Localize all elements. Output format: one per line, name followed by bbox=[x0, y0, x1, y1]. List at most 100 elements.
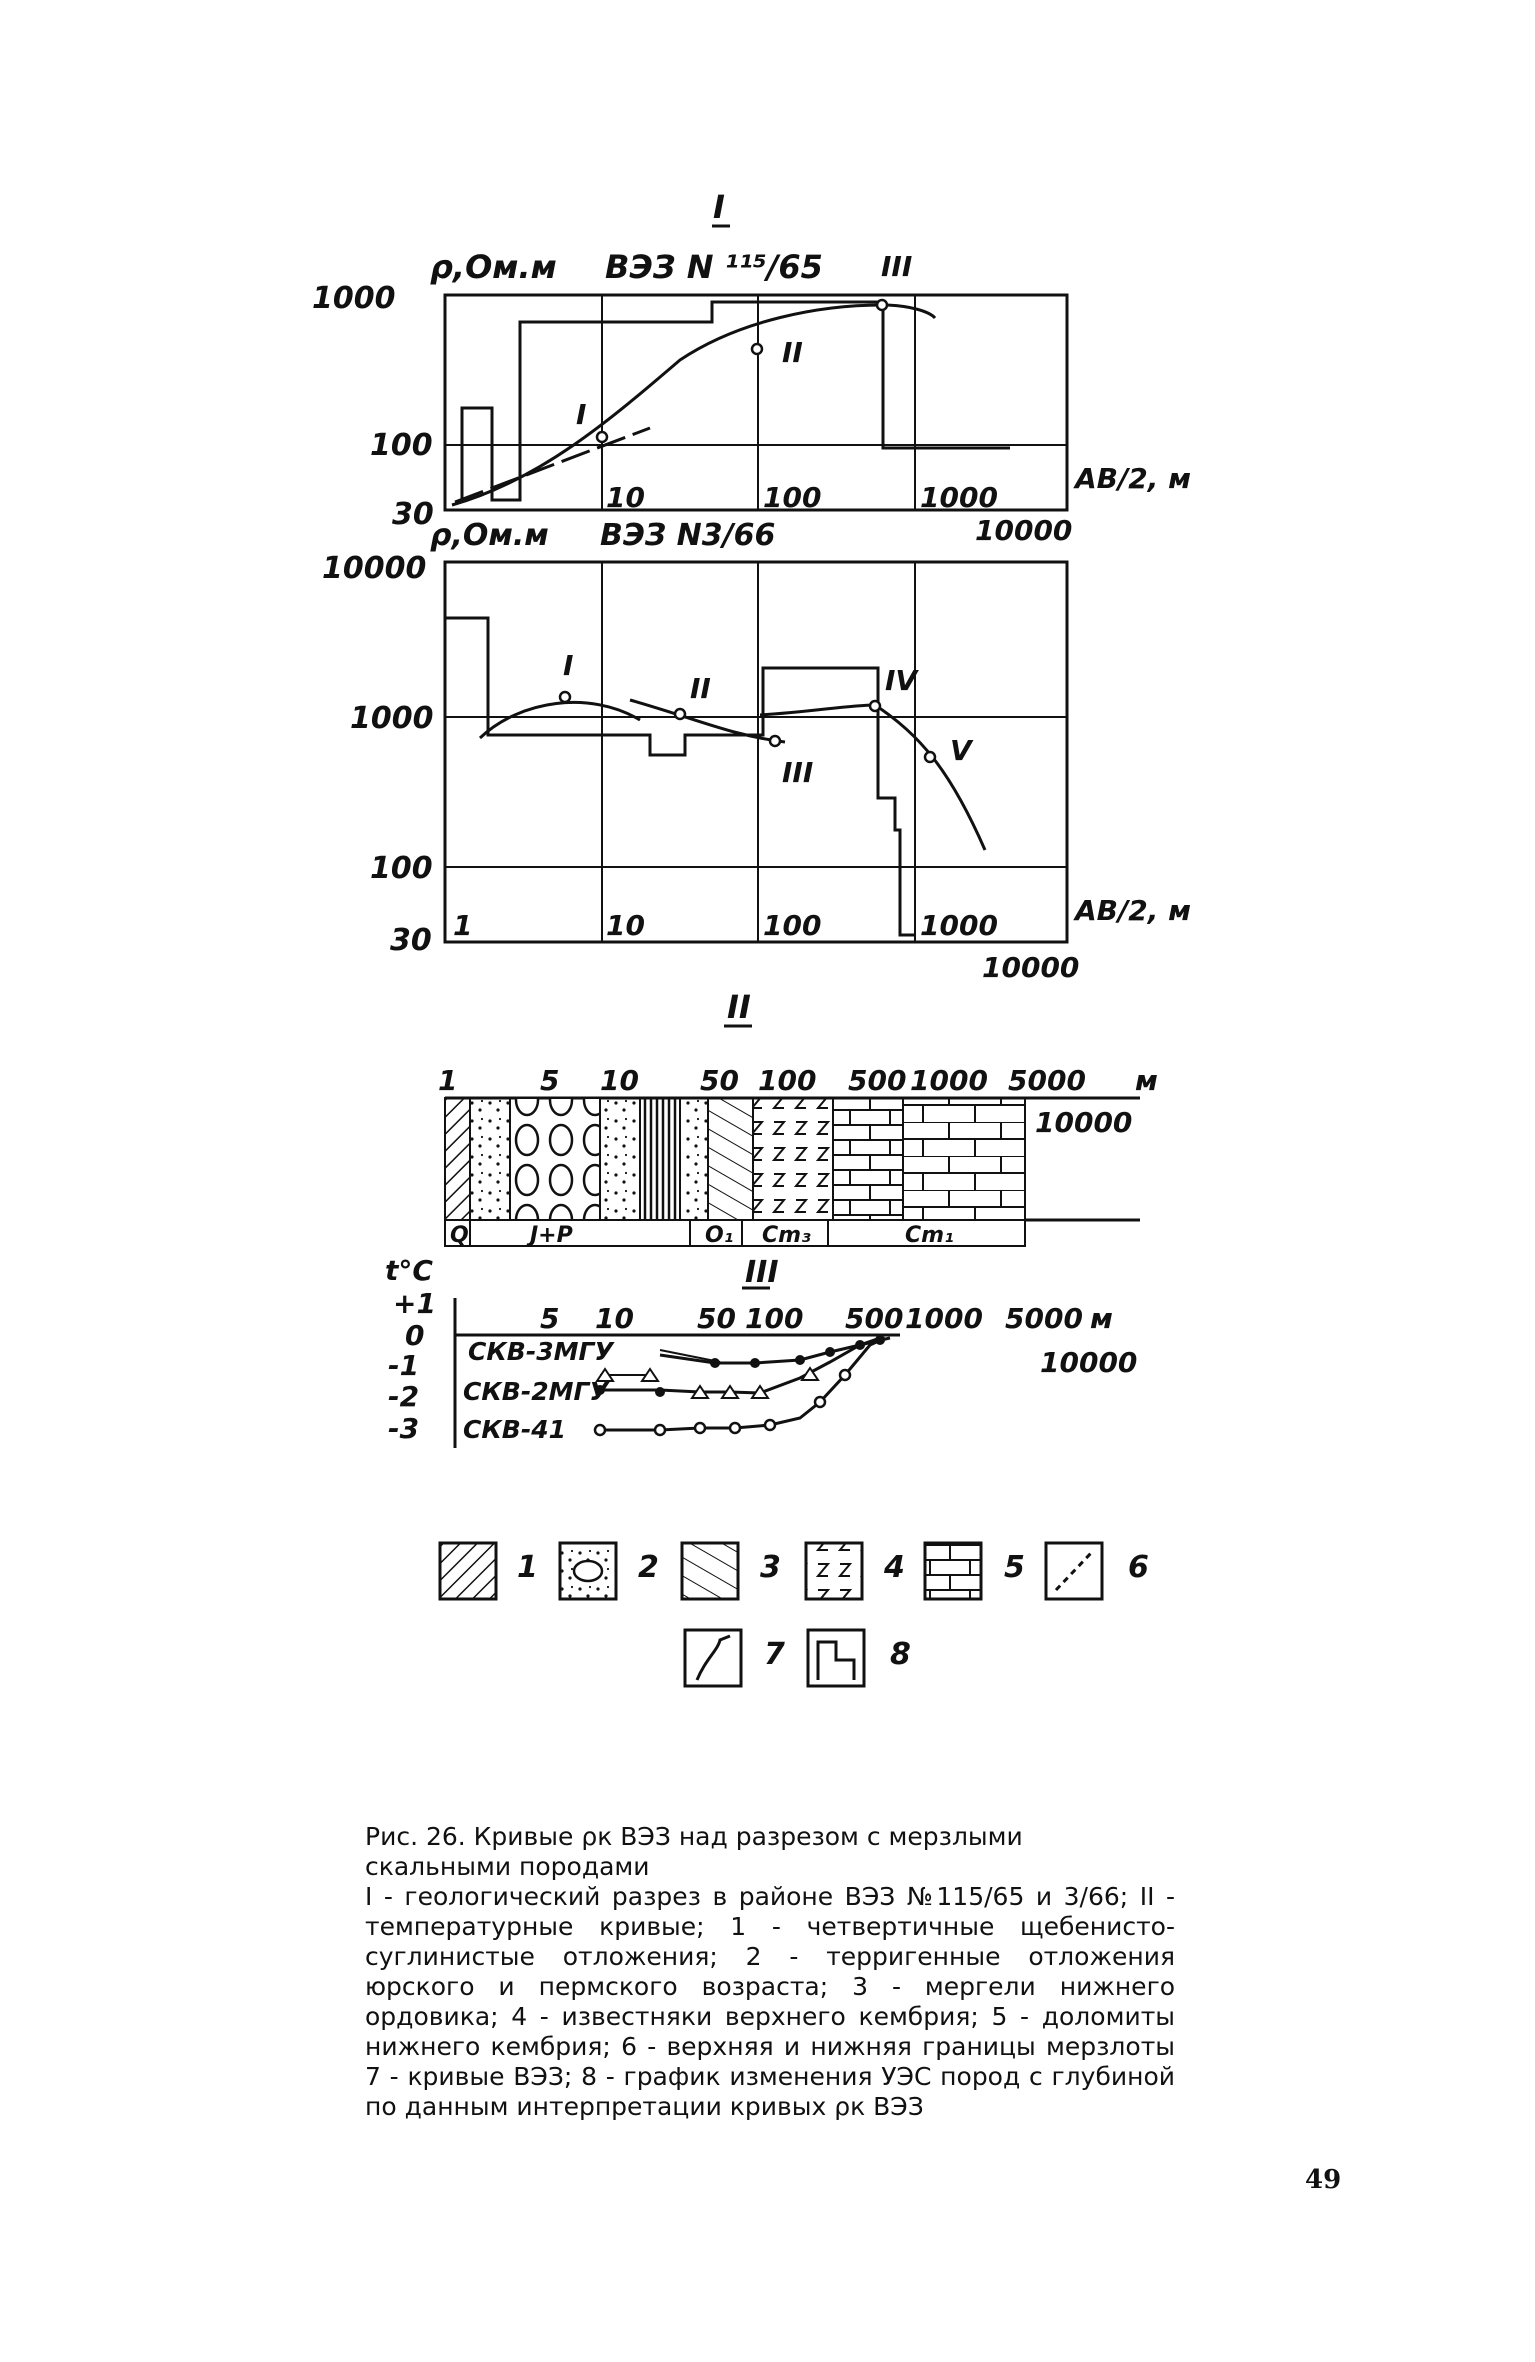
section-scale-5: 5 bbox=[540, 1064, 559, 1097]
panel2-xtick-10: 10 bbox=[606, 909, 645, 942]
temperature-curves: III t°C +1 0 -1 -2 -3 5 10 50 100 500 10… bbox=[385, 1254, 1137, 1448]
temp-xtick-1000: 1000 bbox=[905, 1302, 983, 1335]
panel1-xtick-100: 100 bbox=[763, 481, 821, 514]
geologic-section: II 1 5 10 50 100 500 1000 5000 м 10000 Q… bbox=[438, 988, 1158, 1248]
layer-quaternary bbox=[444, 1097, 471, 1221]
section-scale-unit: м bbox=[1135, 1064, 1158, 1097]
temp-xtick-unit: м bbox=[1090, 1302, 1113, 1335]
panel2-curve-label-2: II bbox=[690, 672, 711, 705]
temp-ytick-m1: -1 bbox=[388, 1349, 419, 1382]
temp-xtick-50: 50 bbox=[697, 1302, 736, 1335]
section-scale-100: 100 bbox=[758, 1064, 816, 1097]
section-roman: II bbox=[727, 988, 751, 1026]
panel1-frame bbox=[443, 293, 1069, 512]
legend-swatch-4 bbox=[804, 1541, 864, 1601]
caption-title: Рис. 26. Кривые ρк ВЭЗ над разрезом с ме… bbox=[365, 1822, 1023, 1881]
panel2-curve-label-5: V bbox=[950, 734, 974, 767]
panel1-curve-label-3: III bbox=[881, 250, 912, 283]
temp-xtick-5: 5 bbox=[540, 1302, 559, 1335]
ves-panel-2: ρ,Ом.м ВЭЗ N3/66 10000 1000 100 30 1 10 … bbox=[322, 518, 1191, 984]
legend-label-2: 2 bbox=[638, 1550, 659, 1585]
well-curve-3mgu bbox=[659, 1336, 891, 1365]
layer-terrigenous-b bbox=[509, 1097, 601, 1221]
legend-label-3: 3 bbox=[760, 1550, 781, 1585]
panel1-ytick-1000: 1000 bbox=[312, 281, 396, 316]
panel2-xtick-10000: 10000 bbox=[982, 951, 1079, 984]
layer-dolomite-b bbox=[902, 1097, 1026, 1221]
panel2-curve-label-4: IV bbox=[885, 664, 919, 697]
panel2-xtick-1: 1 bbox=[453, 909, 472, 942]
section-scale-50: 50 bbox=[700, 1064, 739, 1097]
temp-ylabel: t°C bbox=[385, 1254, 433, 1287]
panel2-ylabel: ρ,Ом.м bbox=[430, 518, 549, 553]
legend-swatch-5 bbox=[923, 1541, 983, 1601]
temp-ytick-p1: +1 bbox=[393, 1287, 436, 1320]
unit-label-q: Q bbox=[450, 1223, 469, 1248]
panel1-ylabel: ρ,Ом.м bbox=[430, 248, 557, 286]
section-scale-1000: 1000 bbox=[910, 1064, 988, 1097]
layer-dolomite-a bbox=[832, 1097, 904, 1221]
page-number: 49 bbox=[1305, 2165, 1342, 2195]
panel1-curve-label-1: I bbox=[576, 398, 586, 431]
panel1-station: ВЭЗ N ¹¹⁵/65 bbox=[605, 248, 823, 286]
panel2-ves-curve-2 bbox=[629, 698, 786, 744]
unit-label-o1: O₁ bbox=[705, 1223, 733, 1248]
well-label-3mgu: СКВ-3МГУ bbox=[468, 1337, 615, 1366]
temp-roman: III bbox=[745, 1255, 779, 1290]
figure-caption: Рис. 26. Кривые ρк ВЭЗ над разрезом с ме… bbox=[365, 1822, 1175, 2122]
temp-xtick-10000: 10000 bbox=[1040, 1346, 1137, 1379]
panel2-xlabel: AB/2, м bbox=[1073, 894, 1191, 927]
caption-body: I - геологический разрез в районе ВЭЗ №1… bbox=[365, 1882, 1175, 2121]
panel2-frame bbox=[443, 560, 1069, 944]
temp-ytick-0: 0 bbox=[405, 1319, 424, 1352]
panel2-ves-curve-1 bbox=[478, 701, 641, 740]
section-scale-10000: 10000 bbox=[1035, 1106, 1132, 1139]
panel1-xtick-10000: 10000 bbox=[975, 514, 1072, 547]
unit-label-cm1: Cm₁ bbox=[905, 1223, 954, 1248]
legend-label-8: 8 bbox=[890, 1637, 911, 1672]
legend-label-1: 1 bbox=[517, 1550, 538, 1585]
panel2-ytick-100: 100 bbox=[370, 851, 433, 886]
section-scale-500: 500 bbox=[848, 1064, 906, 1097]
panel1-ves-curve bbox=[451, 303, 937, 507]
panel1-point-3 bbox=[875, 298, 889, 312]
legend-label-7: 7 bbox=[764, 1637, 785, 1672]
ves-panel-1: I ρ,Ом.м ВЭЗ N ¹¹⁵/65 1000 100 30 10 100… bbox=[312, 188, 1191, 547]
temp-ytick-m3: -3 bbox=[388, 1412, 419, 1445]
panel2-ytick-30: 30 bbox=[390, 923, 432, 958]
panel2-curve-label-3: III bbox=[782, 756, 813, 789]
legend-label-5: 5 bbox=[1004, 1550, 1025, 1585]
layer-terrigenous-a bbox=[469, 1097, 511, 1221]
panel2-curve-label-1: I bbox=[563, 649, 573, 682]
unit-label-jp: J+P bbox=[526, 1223, 573, 1248]
panel1-step-curve bbox=[460, 300, 1010, 502]
temp-xtick-10: 10 bbox=[595, 1302, 634, 1335]
panel2-xtick-1000: 1000 bbox=[920, 909, 998, 942]
layer-marl bbox=[707, 1097, 754, 1221]
panel1-xlabel: AB/2, м bbox=[1073, 462, 1191, 495]
section-scale-1: 1 bbox=[438, 1064, 457, 1097]
panel2-ytick-1000: 1000 bbox=[350, 701, 434, 736]
panel2-station: ВЭЗ N3/66 bbox=[600, 518, 775, 553]
temp-ytick-m2: -2 bbox=[388, 1380, 419, 1413]
temp-xtick-100: 100 bbox=[745, 1302, 803, 1335]
panel1-curve-label-2: II bbox=[782, 336, 803, 369]
legend-swatch-1 bbox=[438, 1541, 498, 1601]
panel1-ytick-30: 30 bbox=[392, 497, 434, 532]
legend-swatch-7 bbox=[683, 1628, 743, 1688]
unit-label-cm3: Cm₃ bbox=[762, 1223, 811, 1248]
layer-limestone bbox=[752, 1097, 834, 1221]
section-scale-10: 10 bbox=[600, 1064, 639, 1097]
temp-xtick-5000: 5000 bbox=[1005, 1302, 1083, 1335]
panel1-xtick-10: 10 bbox=[606, 481, 645, 514]
panel1-roman: I bbox=[713, 188, 725, 226]
temp-xtick-500: 500 bbox=[845, 1302, 903, 1335]
well-curve-41 bbox=[600, 1336, 886, 1432]
legend-label-4: 4 bbox=[884, 1550, 905, 1585]
panel1-point-2 bbox=[750, 342, 764, 356]
panel2-step-curve bbox=[445, 616, 915, 937]
section-scale-5000: 5000 bbox=[1008, 1064, 1086, 1097]
panel1-point-1 bbox=[595, 430, 609, 444]
panel2-xtick-100: 100 bbox=[763, 909, 821, 942]
